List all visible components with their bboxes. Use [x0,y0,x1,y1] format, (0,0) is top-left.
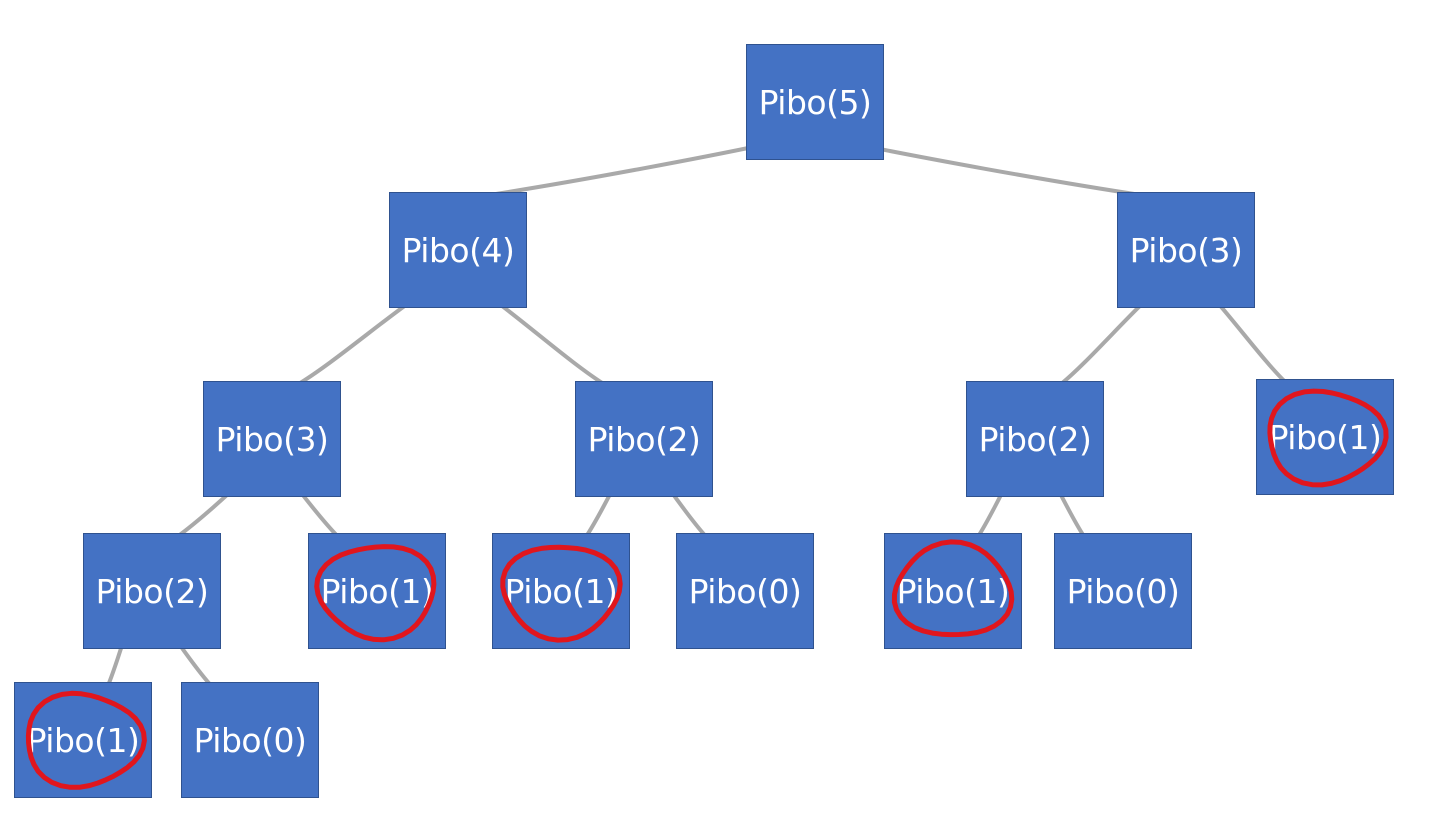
tree-node: Pibo(4) [389,192,527,308]
node-label: Pibo(1) [26,720,140,760]
tree-node: Pibo(1) [1256,379,1394,495]
tree-node: Pibo(3) [203,381,341,497]
node-label: Pibo(3) [1129,230,1243,270]
node-label: Pibo(2) [587,419,701,459]
tree-node: Pibo(1) [14,682,152,798]
node-label: Pibo(1) [1268,417,1382,457]
tree-node: Pibo(3) [1117,192,1255,308]
tree-node: Pibo(0) [181,682,319,798]
node-label: Pibo(0) [688,571,802,611]
node-label: Pibo(3) [215,419,329,459]
tree-node: Pibo(1) [884,533,1022,649]
tree-node: Pibo(0) [1054,533,1192,649]
tree-node: Pibo(0) [676,533,814,649]
tree-node: Pibo(5) [746,44,884,160]
node-label: Pibo(0) [1066,571,1180,611]
node-label: Pibo(5) [758,82,872,122]
node-label: Pibo(1) [504,571,618,611]
node-label: Pibo(2) [978,419,1092,459]
node-label: Pibo(1) [320,571,434,611]
node-label: Pibo(4) [401,230,515,270]
tree-node: Pibo(1) [492,533,630,649]
tree-node: Pibo(2) [966,381,1104,497]
node-label: Pibo(2) [95,571,209,611]
node-label: Pibo(0) [193,720,307,760]
node-label: Pibo(1) [896,571,1010,611]
tree-edge [480,137,793,198]
tree-node: Pibo(2) [575,381,713,497]
tree-node: Pibo(2) [83,533,221,649]
tree-node: Pibo(1) [308,533,446,649]
